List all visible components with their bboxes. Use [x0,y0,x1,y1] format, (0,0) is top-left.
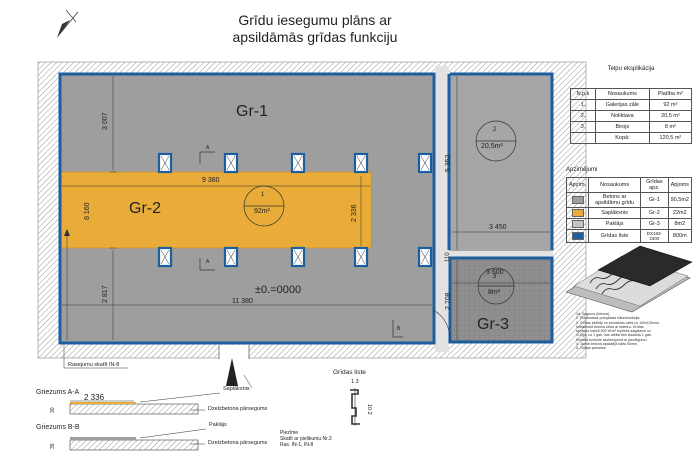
gridas-liste-label: Grīdas liste [333,369,366,376]
liste-dim: 10.2 [366,404,372,415]
griezums-aa-label: Griezums A-A [36,389,80,396]
zone-gr2-floor [58,171,372,249]
section-marks [199,151,403,338]
floor-list-profile-icon [350,388,360,426]
section-mark-a-top: A [206,145,210,151]
section-leaders [139,392,221,445]
dim-2817: 2 817 [102,285,109,303]
floor-edge-strips [58,72,554,345]
north-arrow-icon [57,9,79,38]
room-3-number: 3 [493,274,497,280]
room-2-floor [449,73,553,251]
swatch-gr1 [571,196,584,204]
rasejums-label: Rasejumu skatīt IN-8 [68,362,120,368]
section-dim-2336: 2 336 [84,393,105,402]
room-table-caption: Telpu eksplikācija [607,66,655,72]
swatch-gr3 [571,220,584,228]
label-saplaksnis: Saplāksnis [223,386,250,392]
dim-110: 110 [445,252,451,262]
table-row: Betons ar apsildāmu grīdu Gr-1 90,5m2 [565,192,693,208]
title-line-2: apsildāmās grīdas funkciju [232,29,398,45]
title-line-1: Grīdu iesegumu plāns ar [238,12,392,28]
room-1-area: 92m² [254,208,270,215]
table-row: Kopā: 120,5 m² [569,132,693,144]
height-35: 35 [50,443,56,449]
zone-gr3-texture [449,257,553,343]
piezime-note: Piezīme Skatīt ar pielikumu Nr.3 Ras. IN… [280,430,332,448]
table-row: 3. Birojs 8 m² [569,121,693,133]
table-row: 2. Noliktava 20,5 m² [569,110,693,122]
legend-caption: Apzīmējumi [566,167,598,173]
room-2-area: 20,5m² [481,143,503,150]
room-table-header: N.p.k Nosaukums Platība m² [569,88,693,100]
griezums-bb-label: Griezums B-B [36,424,80,431]
zone-label-gr1: Gr-1 [236,103,268,120]
room-1-number: 1 [261,192,265,198]
label-dzelzbetona-1: Dzelzbetona pārsegums [208,406,268,412]
heating-illustration-icon [565,245,693,313]
label-paklajs: Paklājs [209,422,227,428]
swatch-floor-list [571,232,584,240]
dim-11380: 11 380 [232,298,253,305]
level-mark: ±0.=0000 [255,284,302,296]
room-separator-wall [449,251,553,257]
entrance-door [218,345,253,389]
swatch-gr2 [571,209,584,217]
section-bb-strip [69,437,199,451]
dimension-lines [62,76,550,340]
table-row: Grīdas liste DX183-2300 800m [565,229,693,243]
height-30: 30 [50,407,56,413]
dim-2336: 2 336 [351,204,358,222]
table-row: Paklājs Gr-3 8m2 [565,218,693,230]
legend-table-header: Apzīm. Nosaukums Grīdas apz. Apjoms [565,177,693,193]
heating-notes: 1a. Segums (betons). 2. Plastmasas putup… [576,312,660,351]
label-dzelzbetona-2: Dzelzbetona pārsegums [208,440,268,446]
drawing-title: Grīdu iesegumu plāns ar apsildāmās grīda… [200,12,430,46]
columns [157,152,433,268]
zone-label-gr3: Gr-3 [477,316,509,333]
section-aa-strip [69,400,199,415]
table-row: 1. Galerijas zāle 92 m² [569,99,693,111]
dim-3600: 3 600 [486,269,504,276]
dim-5352: 5 352 [445,154,452,172]
legend-table: Apzīm. Nosaukums Grīdas apz. Apjoms Beto… [565,177,693,243]
dim-9380: 9 380 [202,177,220,184]
section-mark-a-bottom: A [206,259,210,265]
door-swing-room3 [432,309,450,343]
room-tags [243,120,517,305]
dim-3450: 3 450 [489,224,507,231]
dim-3007: 3 007 [102,112,109,130]
dimension-arrow-icon [64,229,70,236]
room-2-number: 2 [493,127,497,133]
room-3-area: 8m² [488,289,501,296]
table-row: Saplāksnis Gr-2 22m2 [565,207,693,219]
room-table: N.p.k Nosaukums Platība m² 1. Galerijas … [569,88,693,144]
dim-8160: 8 160 [84,202,91,220]
liste-scale: 1.3 [351,379,359,385]
dim-2708: 2 708 [445,292,452,310]
section-mark-b: B [397,326,401,332]
zone-label-gr2: Gr-2 [129,200,161,217]
partition-wall [435,66,449,352]
